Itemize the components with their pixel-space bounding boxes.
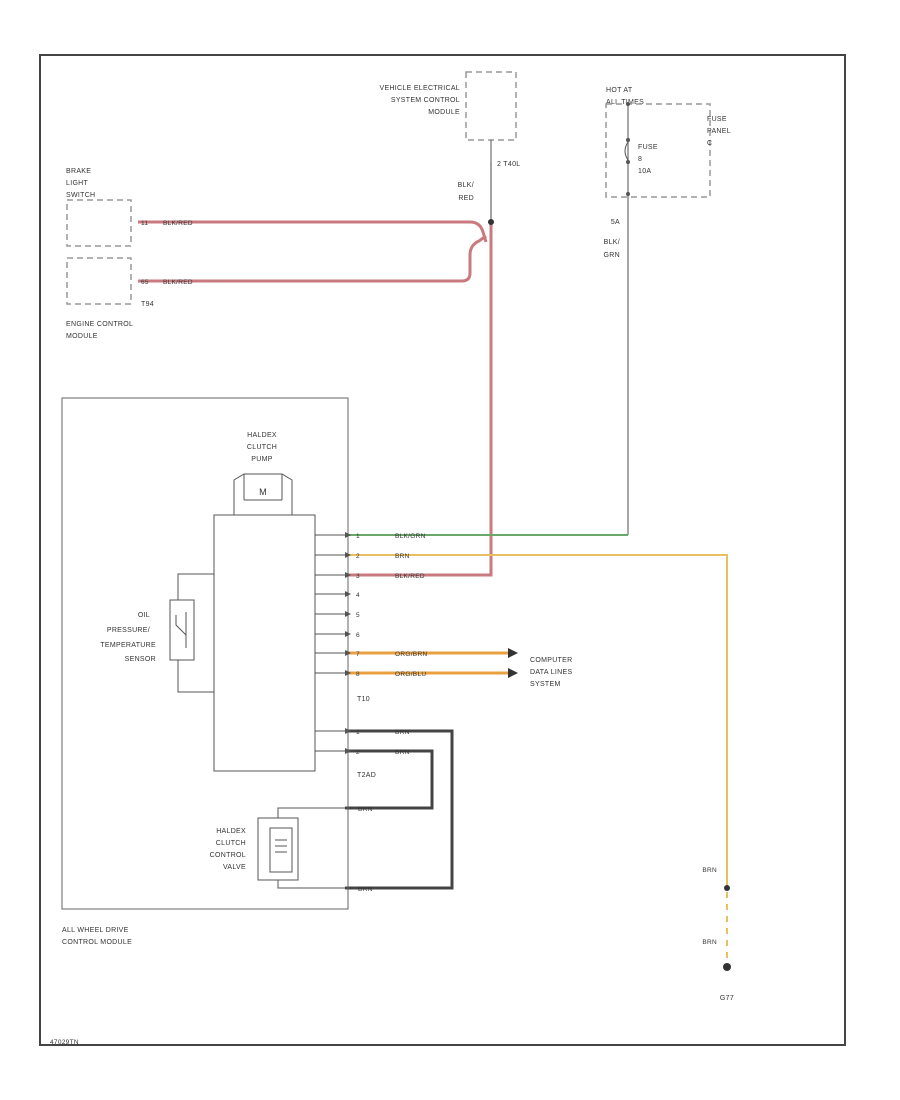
- fuse-panel-label-1: FUSE: [707, 116, 727, 123]
- pin-6: 6: [356, 632, 360, 639]
- ecm-box: [66, 257, 132, 305]
- ecm-connector: T94: [141, 301, 154, 308]
- valve-label-3: CONTROL: [210, 852, 246, 859]
- ground-wire-color-a: BRN: [702, 867, 717, 874]
- fuse-panel-box: [605, 103, 711, 198]
- vecm-connector: 2 T40L: [497, 161, 520, 168]
- vecm-label-3: MODULE: [428, 109, 460, 116]
- oil-label-4: SENSOR: [125, 656, 156, 663]
- fuse-symbol: [624, 102, 630, 196]
- data-label-1: COMPUTER: [530, 657, 572, 664]
- valve-coil-winding: [275, 839, 287, 853]
- valve-pin-2-color: BRN: [395, 749, 410, 756]
- valve-coil: [269, 827, 293, 873]
- ecm-wire-color: BLK/RED: [163, 279, 193, 286]
- valve-label-2: CLUTCH: [216, 840, 246, 847]
- fuse-label-3: 10A: [638, 168, 651, 175]
- diagram-frame: [39, 54, 846, 1046]
- wire-valve-2: [345, 749, 434, 810]
- oil-label-1: OIL: [138, 612, 150, 619]
- awd-label-1: ALL WHEEL DRIVE: [62, 927, 129, 934]
- dark-wires: [345, 729, 454, 890]
- valve-pin-1: 1: [356, 729, 360, 736]
- pin-1-color: BLK/GRN: [395, 533, 426, 540]
- data-label-3: SYSTEM: [530, 681, 561, 688]
- pump-label-2: CLUTCH: [247, 444, 277, 451]
- fuse-connector: 5A: [611, 219, 620, 226]
- pin-8: 8: [356, 671, 360, 678]
- pin-7-color: ORG/BRN: [395, 651, 427, 658]
- wire-valve-1: [345, 729, 454, 890]
- brake-label-3: SWITCH: [66, 192, 95, 199]
- vecm-wire-color-b: RED: [458, 195, 474, 202]
- ground-wire-color-b: BRN: [702, 939, 717, 946]
- oil-sensor-switch: [175, 612, 187, 648]
- fuse-wire-color-b: GRN: [604, 252, 620, 259]
- brake-label-2: LIGHT: [66, 180, 89, 187]
- wire-ecm: [138, 234, 487, 283]
- data-line-arrows: [508, 648, 518, 678]
- pump-label-3: PUMP: [251, 456, 272, 463]
- inner-control-block: [213, 514, 316, 772]
- valve-wire-3-color: BRN: [358, 806, 373, 813]
- ground-label: G77: [720, 995, 734, 1002]
- valve-wire-4-color: BRN: [358, 886, 373, 893]
- brake-wire-color: BLK/RED: [163, 220, 193, 227]
- valve-label-1: HALDEX: [216, 828, 246, 835]
- valve-label-4: VALVE: [223, 864, 246, 871]
- wire-vecm-to-t10: [345, 222, 493, 577]
- pump-body: [233, 473, 293, 515]
- vecm-label-2: SYSTEM CONTROL: [391, 97, 460, 104]
- ground-point-icon: [723, 963, 731, 971]
- pin-3: 3: [356, 573, 360, 580]
- red-wires: [138, 220, 493, 577]
- ecm-label-1: ENGINE CONTROL: [66, 321, 133, 328]
- splice-point: [488, 219, 494, 225]
- diagram-code: 47029TN: [50, 1039, 79, 1046]
- ecm-label-2: MODULE: [66, 333, 98, 340]
- awd-label-2: CONTROL MODULE: [62, 939, 132, 946]
- brake-switch-box: [66, 199, 132, 247]
- t10-pin-stubs: [315, 534, 345, 752]
- fuse-label-2: 8: [638, 156, 642, 163]
- pump-label-1: HALDEX: [247, 432, 277, 439]
- pump-motor-icon: M: [259, 487, 267, 497]
- valve-pin-2: 2: [356, 749, 360, 756]
- pin-2-color: BRN: [395, 553, 410, 560]
- brake-label-1: BRAKE: [66, 168, 91, 175]
- vecm-wire-color-a: BLK/: [458, 182, 474, 189]
- ground-splice: [724, 885, 730, 891]
- ecm-pin: 65: [141, 279, 149, 286]
- t10-connector: T10: [357, 696, 370, 703]
- awd-module-box: [61, 397, 349, 910]
- oil-sensor-body: [169, 599, 195, 661]
- pin-2: 2: [356, 553, 360, 560]
- fuse-panel-label-3: C: [707, 140, 712, 147]
- fuse-panel-label-2: PANEL: [707, 128, 731, 135]
- valve-pin-1-color: BRN: [395, 729, 410, 736]
- vecm-box: [465, 71, 517, 141]
- orange-wires: [345, 651, 508, 675]
- oil-label-2: PRESSURE/: [107, 627, 150, 634]
- data-label-2: DATA LINES: [530, 669, 572, 676]
- t2ad-connector: T2AD: [357, 772, 376, 779]
- hot-at-label-1: HOT AT: [606, 87, 633, 94]
- wire-yellow: [345, 554, 728, 888]
- pin-3-color: BLK/RED: [395, 573, 425, 580]
- brake-pin: 11: [141, 220, 148, 227]
- pin-1: 1: [356, 533, 360, 540]
- pin-5: 5: [356, 612, 360, 619]
- wire-brake: [138, 220, 488, 243]
- fuse-wire-color-a: BLK/: [604, 239, 620, 246]
- pin-arrows: [345, 532, 351, 754]
- vecm-label-1: VEHICLE ELECTRICAL: [380, 85, 460, 92]
- oil-label-3: TEMPERATURE: [100, 642, 156, 649]
- hot-at-label-2: ALL TIMES: [606, 99, 644, 106]
- pin-7: 7: [356, 651, 360, 658]
- fuse-label-1: FUSE: [638, 144, 658, 151]
- pin-4: 4: [356, 592, 360, 599]
- pin-8-color: ORG/BLU: [395, 671, 426, 678]
